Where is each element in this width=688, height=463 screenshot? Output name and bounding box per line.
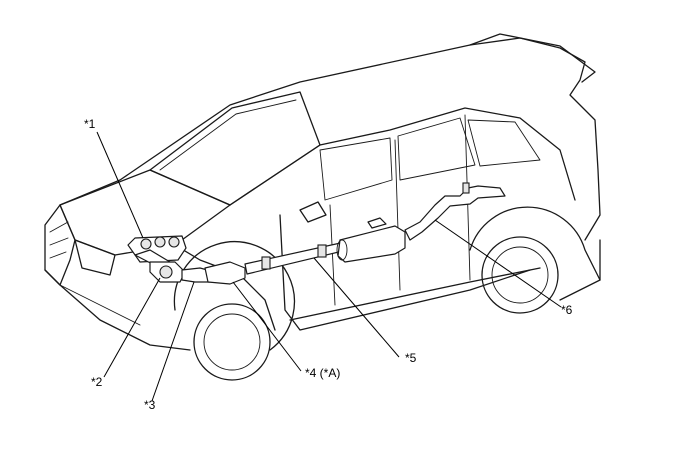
front-exhaust-pipe-assembly xyxy=(149,261,186,283)
leader-5 xyxy=(313,257,400,358)
leader-1 xyxy=(96,131,144,239)
callout-3: *3 xyxy=(144,398,156,412)
leader-lines xyxy=(96,131,562,402)
callout-4: *4 (*A) xyxy=(305,366,341,380)
center-exhaust-pipe xyxy=(244,241,348,275)
leader-3 xyxy=(151,281,195,402)
leader-2 xyxy=(103,277,161,378)
leader-4 xyxy=(232,281,302,372)
callout-2: *2 xyxy=(91,375,103,389)
leader-6 xyxy=(434,219,562,308)
callout-5: *5 xyxy=(405,351,417,365)
callout-1: *1 xyxy=(84,117,96,131)
tail-pipe xyxy=(404,182,506,241)
callout-6: *6 xyxy=(561,303,573,317)
catalytic-converter xyxy=(204,261,246,285)
muffler xyxy=(336,217,406,263)
vehicle-outline xyxy=(44,33,601,381)
